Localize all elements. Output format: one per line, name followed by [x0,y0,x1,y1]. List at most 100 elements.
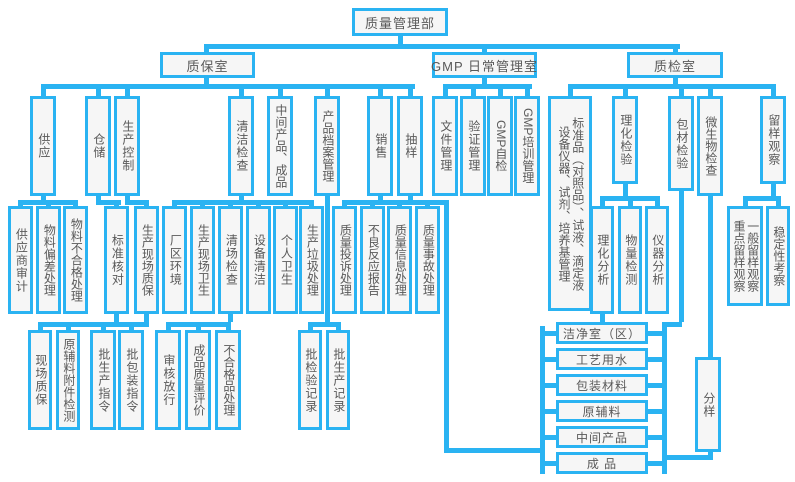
connector-line [600,196,660,201]
node-plant-environment: 厂区环境 [162,206,187,314]
node-clearance-inspection: 清场检查 [218,206,243,314]
connector-line [125,196,130,202]
connector-line [679,86,684,96]
connector-line [444,448,544,453]
node-gmp-daily-mgmt-office: GMP 日常管理室 [431,52,537,78]
connector-line [568,84,776,89]
connector-line [239,86,244,96]
connector-line [545,409,556,414]
node-quality-accident-handling: 质量事故处理 [415,206,440,314]
connector-line [41,86,46,96]
connector-line [471,86,476,96]
connector-line [125,86,130,96]
node-qa-office: 质保室 [160,52,255,78]
node-standard-check: 标准核对 [104,206,129,314]
node-document-mgmt: 文件管理 [432,96,458,196]
connector-line [172,200,314,205]
connector-line [662,322,667,474]
node-supplier-audit: 供应商审计 [8,206,33,314]
node-personal-hygiene: 个人卫生 [273,206,298,314]
connector-line [228,314,233,322]
connector-line [540,326,545,474]
node-supply: 供应 [30,96,56,196]
connector-line [600,196,605,206]
node-validation-mgmt: 验证管理 [460,96,486,196]
node-quantity-testing: 物量检测 [618,206,642,314]
node-gmp-self-inspection: GMP自检 [487,96,513,196]
connector-line [308,322,341,327]
connector-line [545,357,556,362]
connector-line [204,78,209,86]
connector-line [662,322,682,327]
node-standards-reagents-mgmt: 标准品（对照品）、试液、滴定液 设备仪器、试剂、培养基管理 [548,96,592,311]
node-raw-materials: 原辅料 [556,400,648,422]
connector-line [743,196,781,201]
connector-line [648,435,662,440]
node-clean-room: 洁净室（区） [556,322,648,344]
connector-line [545,331,556,336]
node-product-archives-mgmt: 产品档案管理 [314,96,340,196]
connector-line [96,200,121,205]
connector-line [743,196,748,206]
connector-line [96,86,101,96]
node-adverse-reaction-report: 不良反应报告 [360,206,385,314]
connector-line [239,196,244,202]
connector-line [342,200,449,205]
node-intermediate-finished-products: 中间产品、成品 [267,96,293,196]
connector-line [545,461,556,466]
connector-line [771,86,776,96]
node-quality-management-dept: 质量管理部 [352,8,448,36]
node-physchem-analysis: 理化分析 [590,206,614,314]
connector-line [648,331,662,336]
connector-line [41,84,415,89]
node-batch-production-record: 批生产记录 [326,330,350,430]
node-batch-production-order: 批生产指令 [90,330,116,430]
node-sales: 销售 [367,96,393,196]
connector-line [568,86,573,96]
node-production-control: 生产控制 [114,96,140,196]
node-onsite-qa: 现场质保 [28,330,52,430]
connector-line [623,184,628,196]
connector-line [378,86,383,96]
connector-line [776,196,781,206]
node-production-site-qa: 生产现场质保 [134,206,159,314]
connector-line [708,86,713,96]
node-packaging-material-testing: 包材检验 [668,96,694,191]
connector-line [125,200,149,205]
node-sample-division: 分样 [695,357,721,452]
connector-line [498,86,503,96]
connector-line [378,196,383,202]
connector-line [648,357,662,362]
node-quality-complaint-handling: 质量投诉处理 [332,206,357,314]
node-batch-inspection-record: 批检验记录 [298,330,322,430]
connector-line [600,314,605,322]
connector-line [398,35,403,45]
node-material-deviation-handling: 物料偏差处理 [36,206,61,314]
node-process-water: 工艺用水 [556,348,648,370]
node-microbiological-testing: 微生物检查 [697,96,723,196]
connector-line [482,78,487,86]
connector-line [114,314,119,322]
connector-line [408,196,413,202]
node-equipment-cleaning: 设备清洁 [246,206,271,314]
node-finished-products: 成 品 [556,452,648,474]
node-batch-packaging-order: 批包装指令 [118,330,144,430]
connector-line [545,383,556,388]
node-packaging-materials: 包装材料 [556,374,648,396]
node-raw-material-attachment-testing: 原辅料附件检测 [56,330,80,430]
connector-line [771,184,776,196]
node-retained-sample-observation: 留样观察 [760,96,786,184]
connector-line [166,322,231,327]
node-instrument-analysis: 仪器分析 [645,206,669,314]
connector-line [673,78,678,86]
connector-line [18,200,78,205]
connector-line [708,452,713,460]
connector-line [662,455,711,460]
connector-line [38,322,119,327]
node-warehouse: 仓储 [85,96,111,196]
connector-line [648,383,662,388]
node-qc-office: 质检室 [627,52,723,78]
connector-line [655,196,660,206]
connector-line [144,314,149,322]
